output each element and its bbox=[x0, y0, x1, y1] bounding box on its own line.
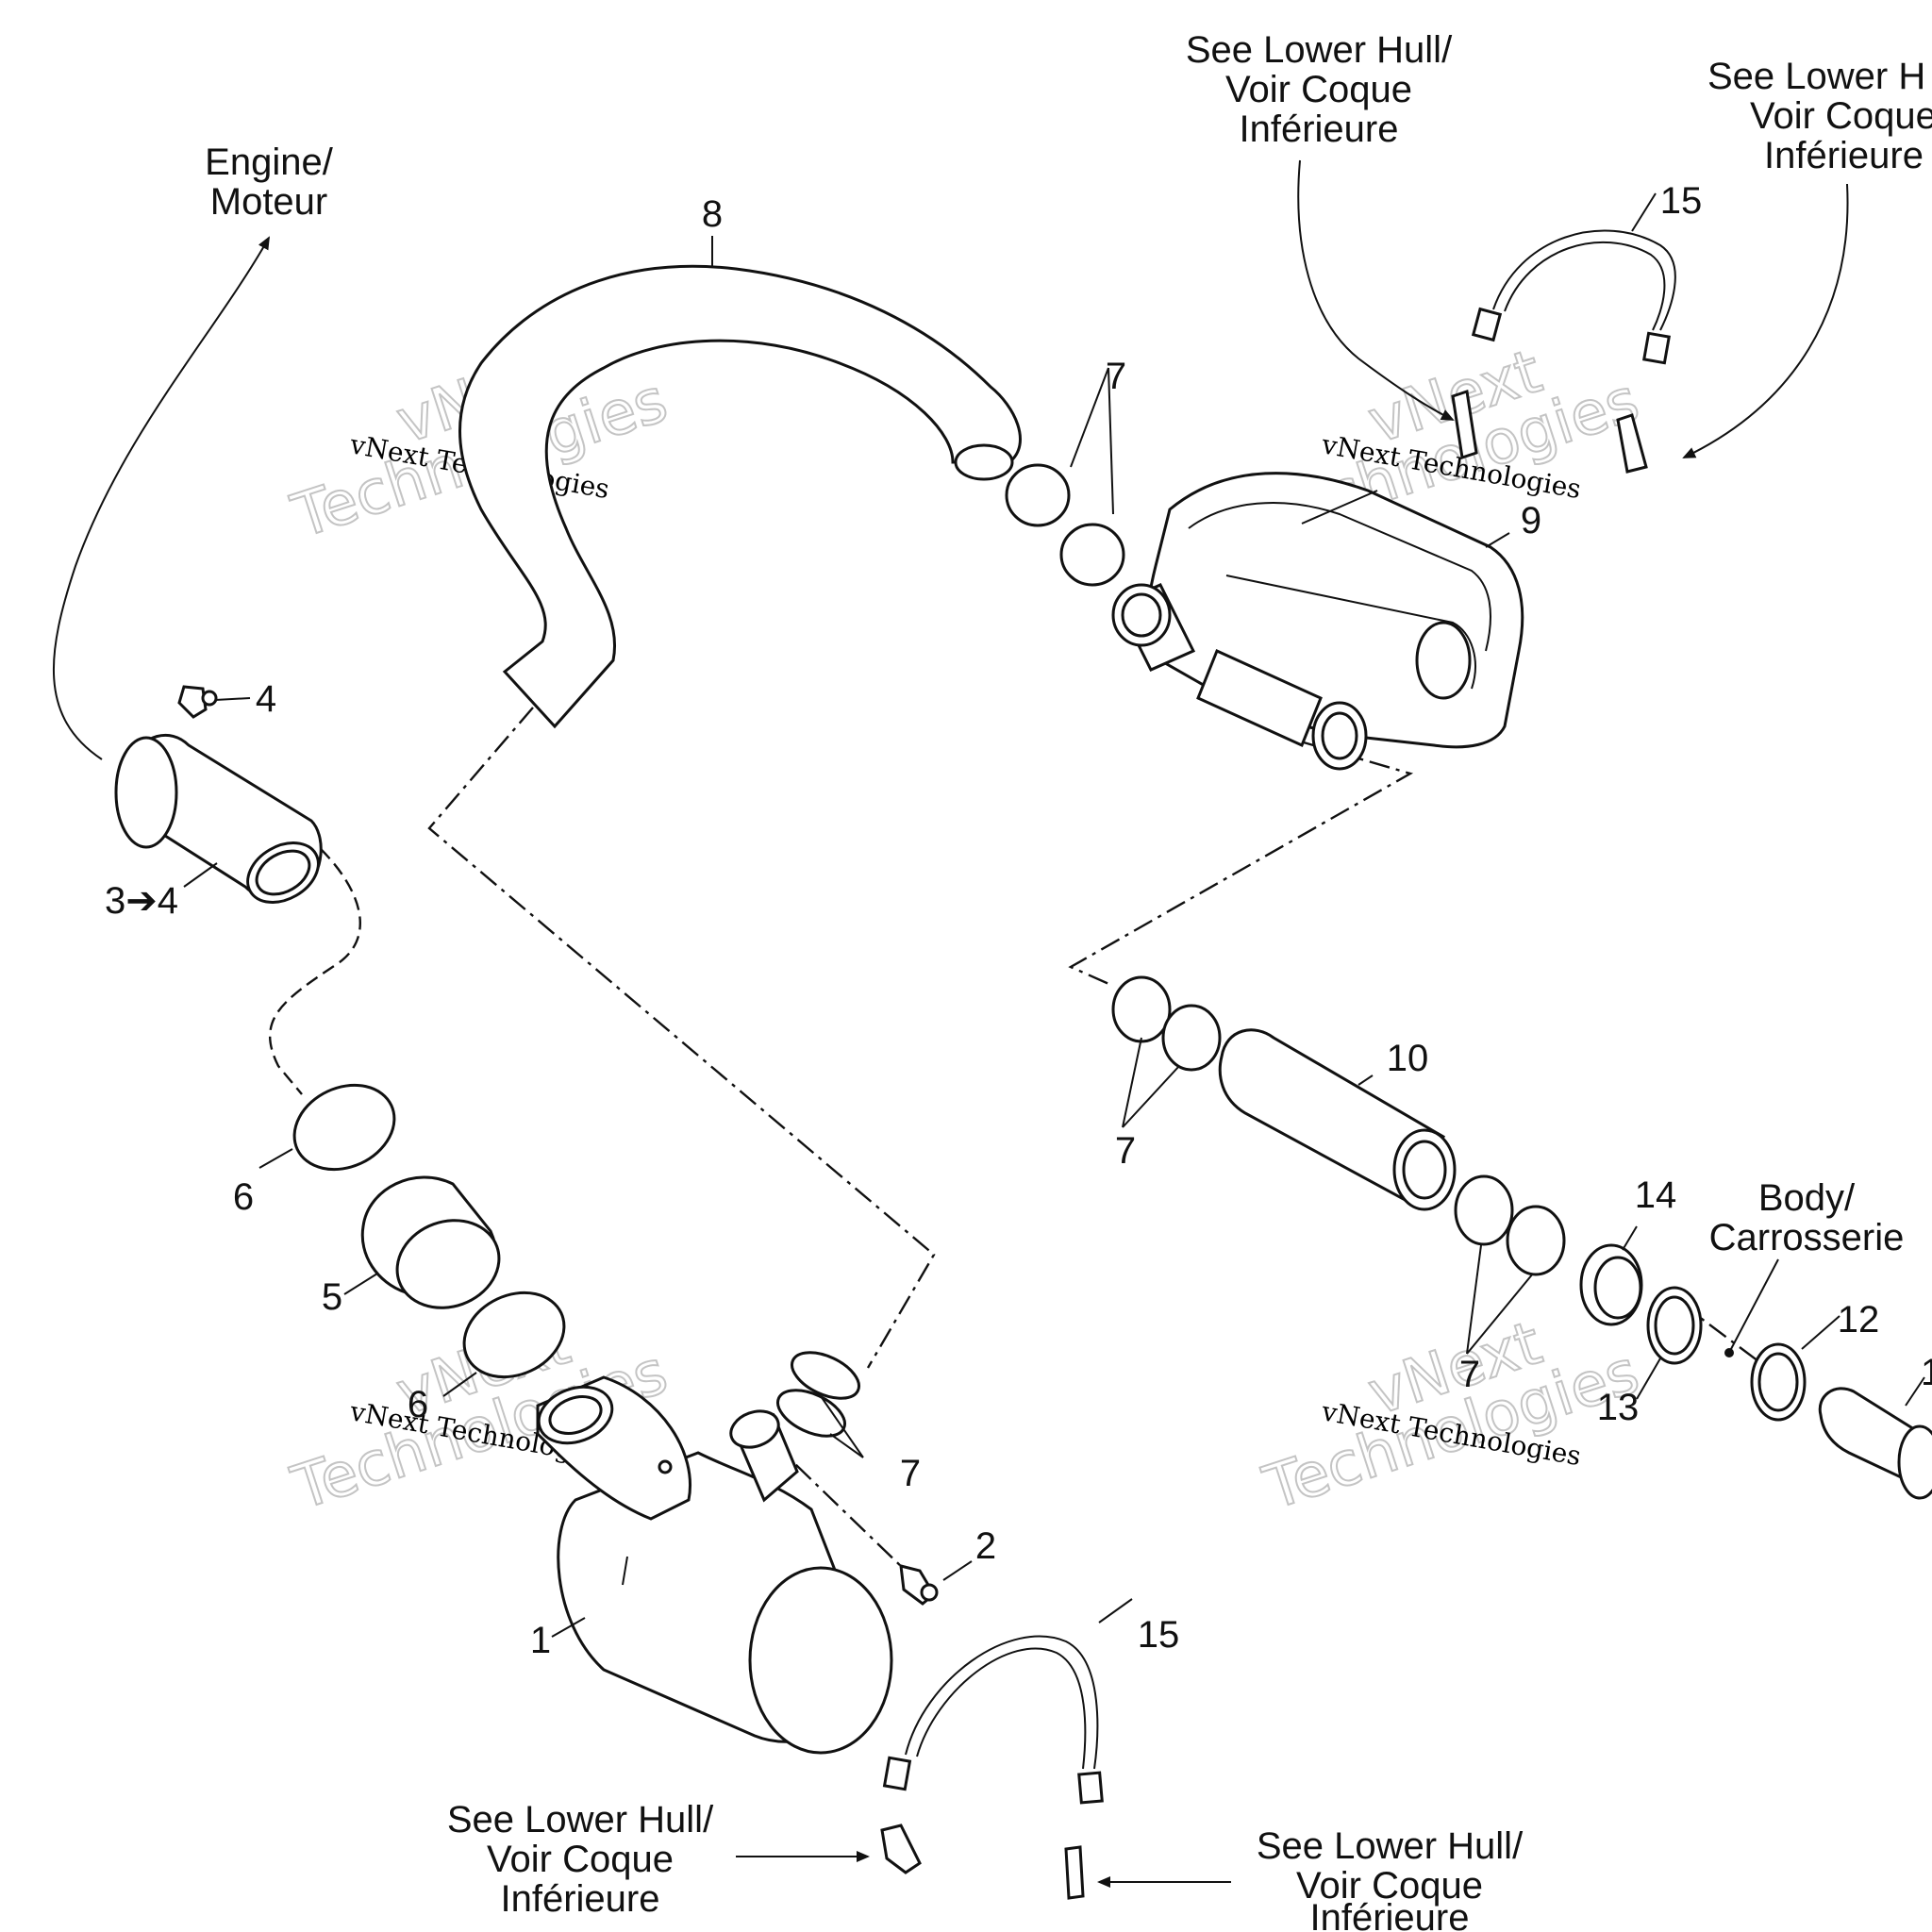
bracket-top-center bbox=[1451, 390, 1478, 459]
part-7-clamp-g bbox=[791, 1351, 860, 1400]
leaders bbox=[183, 192, 1925, 1638]
svg-text:See Lower H: See Lower H bbox=[1707, 56, 1925, 97]
connector-3-to-6 bbox=[268, 848, 361, 1095]
part-1-muffler bbox=[536, 1375, 893, 1755]
ref-3to4: 3➔4 bbox=[105, 880, 178, 922]
callout-engine: Engine/ Moteur bbox=[205, 142, 334, 223]
svg-text:Inférieure: Inférieure bbox=[1310, 1897, 1470, 1932]
part-7-clamp-e bbox=[1454, 1174, 1514, 1246]
svg-text:See Lower Hull/: See Lower Hull/ bbox=[1186, 29, 1453, 71]
ref-13: 13 bbox=[1597, 1387, 1640, 1428]
part-6-clamp-upper bbox=[292, 1083, 396, 1172]
callout-lower-hull-top-right: See Lower H Voir Coque Inférieure bbox=[1707, 56, 1932, 176]
part-7-clamp-f bbox=[1506, 1205, 1566, 1276]
bracket-bottom-left bbox=[880, 1824, 922, 1874]
part-reference-numbers: 8 7 9 15 4 3➔4 6 5 6 7 2 1 15 7 10 14 7 … bbox=[105, 180, 1932, 1661]
ref-12: 12 bbox=[1838, 1299, 1880, 1341]
connector-1-to-2 bbox=[768, 1438, 907, 1572]
part-11-outlet-tube bbox=[1818, 1387, 1932, 1500]
part-10-hose bbox=[1218, 1028, 1457, 1211]
arrow-to-engine bbox=[52, 236, 270, 760]
ref-7-mid-left: 7 bbox=[900, 1453, 921, 1494]
svg-text:Moteur: Moteur bbox=[210, 181, 328, 223]
ref-1: 1 bbox=[530, 1620, 551, 1661]
arrow-lower-hull-top-right bbox=[1682, 183, 1849, 458]
part-8-hose bbox=[458, 264, 1022, 729]
callout-lower-hull-top-center: See Lower Hull/ Voir Coque Inférieure bbox=[1186, 29, 1453, 150]
part-14-ring-nut bbox=[1579, 1243, 1643, 1326]
connector-9-to-10 bbox=[1068, 739, 1414, 988]
part-12-o-ring bbox=[1750, 1342, 1807, 1422]
part-15-strap-bottom bbox=[882, 1635, 1104, 1805]
ref-5: 5 bbox=[322, 1276, 342, 1318]
svg-text:Carrosserie: Carrosserie bbox=[1709, 1217, 1905, 1258]
ref-15-bottom: 15 bbox=[1138, 1614, 1180, 1656]
watermark-bottom-right: vNext Technologies vNext Technologies bbox=[1255, 1307, 1648, 1524]
leader-body bbox=[1730, 1258, 1779, 1350]
ref-6-lower: 6 bbox=[408, 1384, 428, 1425]
svg-text:Inférieure: Inférieure bbox=[501, 1878, 660, 1920]
bracket-top-right bbox=[1616, 413, 1648, 474]
ref-11: 1 bbox=[1921, 1352, 1932, 1393]
body-mount-dot bbox=[1724, 1348, 1734, 1357]
ref-2: 2 bbox=[975, 1525, 996, 1567]
callout-lower-hull-bottom-right: See Lower Hull/ Voir Coque Inférieure bbox=[1257, 1825, 1524, 1932]
ref-4: 4 bbox=[256, 678, 276, 720]
svg-text:Voir Coque: Voir Coque bbox=[487, 1839, 674, 1880]
svg-text:Inférieure: Inférieure bbox=[1240, 108, 1399, 150]
connector-8-to-1 bbox=[427, 707, 936, 1369]
svg-text:See Lower Hull/: See Lower Hull/ bbox=[1257, 1825, 1524, 1867]
callout-lower-hull-bottom-left: See Lower Hull/ Voir Coque Inférieure bbox=[447, 1799, 714, 1920]
svg-text:See Lower Hull/: See Lower Hull/ bbox=[447, 1799, 714, 1840]
svg-text:Voir Coque: Voir Coque bbox=[1296, 1865, 1483, 1907]
part-13-gasket bbox=[1646, 1286, 1703, 1365]
callout-body: Body/ Carrosserie bbox=[1709, 1177, 1905, 1258]
part-7-clamp-d bbox=[1161, 1004, 1222, 1072]
svg-text:Engine/: Engine/ bbox=[205, 142, 334, 183]
part-9-resonator bbox=[1111, 472, 1524, 771]
ref-6-upper: 6 bbox=[233, 1176, 254, 1218]
bracket-bottom-right bbox=[1064, 1845, 1085, 1900]
ref-15-top: 15 bbox=[1660, 180, 1703, 222]
ref-9: 9 bbox=[1521, 500, 1541, 541]
ref-7-lower-left: 7 bbox=[1115, 1130, 1136, 1172]
svg-text:Voir Coque: Voir Coque bbox=[1225, 69, 1412, 110]
part-7-clamp-c bbox=[1111, 975, 1172, 1043]
ref-10: 10 bbox=[1387, 1038, 1429, 1079]
part-2-sensor bbox=[899, 1564, 939, 1606]
part-7-clamp-a bbox=[1005, 463, 1071, 527]
ref-7-top: 7 bbox=[1106, 356, 1126, 397]
part-5-sleeve bbox=[360, 1175, 501, 1309]
ref-8: 8 bbox=[702, 193, 723, 235]
ref-14: 14 bbox=[1635, 1174, 1677, 1216]
part-4-elbow-fitting bbox=[177, 685, 218, 719]
part-15-strap-top bbox=[1471, 229, 1676, 365]
arrow-lower-hull-top-center bbox=[1297, 159, 1455, 421]
svg-text:Inférieure: Inférieure bbox=[1764, 135, 1924, 176]
part-3-fitting bbox=[114, 733, 323, 904]
part-6-clamp-lower bbox=[462, 1291, 566, 1379]
svg-text:Voir Coque: Voir Coque bbox=[1750, 95, 1932, 137]
ref-7-lower-right: 7 bbox=[1459, 1354, 1480, 1395]
svg-text:Body/: Body/ bbox=[1758, 1177, 1856, 1219]
part-7-clamp-b bbox=[1059, 523, 1125, 587]
